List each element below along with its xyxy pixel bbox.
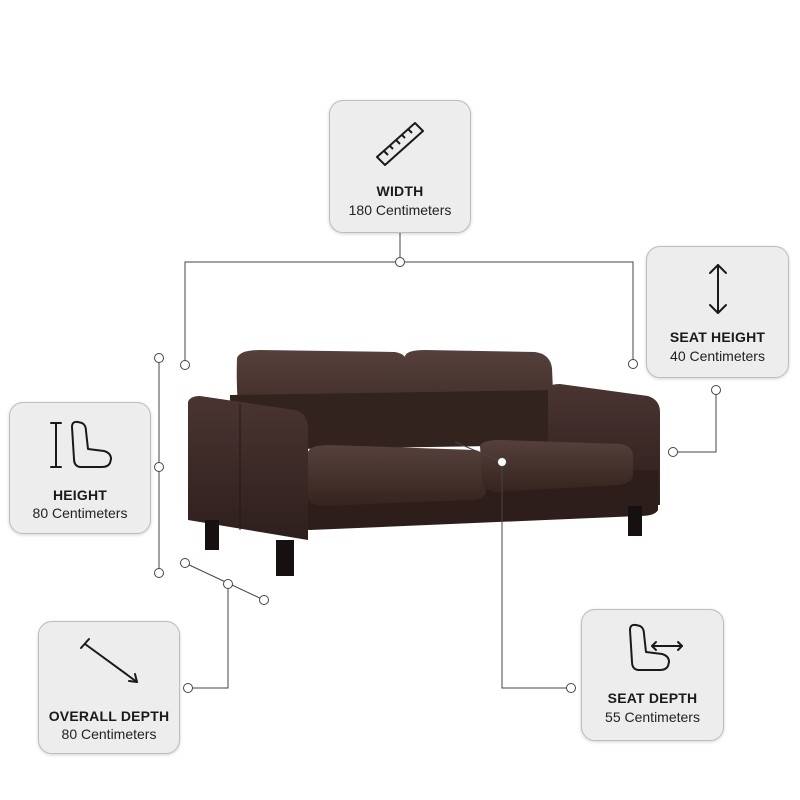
chair-height-icon xyxy=(50,420,112,468)
diagonal-measure-icon xyxy=(80,638,138,683)
seat-height-title: SEAT HEIGHT xyxy=(669,329,766,345)
height-value: 80 Centimeters xyxy=(32,505,128,521)
ruler-icon xyxy=(376,122,424,166)
vertical-double-arrow-icon xyxy=(709,264,727,314)
seat-depth-title: SEAT DEPTH xyxy=(607,690,698,706)
width-title: WIDTH xyxy=(376,183,424,199)
overall-depth-card: OVERALL DEPTH 80 Centimeters xyxy=(38,621,180,754)
overall-depth-title: OVERALL DEPTH xyxy=(48,708,170,724)
height-card: HEIGHT 80 Centimeters xyxy=(9,402,151,534)
seat-height-value: 40 Centimeters xyxy=(670,348,765,364)
width-card: WIDTH 180 Centimeters xyxy=(329,100,471,233)
width-value: 180 Centimeters xyxy=(348,202,452,218)
seat-height-card: SEAT HEIGHT 40 Centimeters xyxy=(646,246,789,378)
overall-depth-value: 80 Centimeters xyxy=(61,726,157,742)
height-title: HEIGHT xyxy=(52,487,108,503)
seat-depth-card: SEAT DEPTH 55 Centimeters xyxy=(581,609,724,741)
seat-depth-value: 55 Centimeters xyxy=(605,709,700,725)
chair-depth-icon xyxy=(629,623,683,671)
